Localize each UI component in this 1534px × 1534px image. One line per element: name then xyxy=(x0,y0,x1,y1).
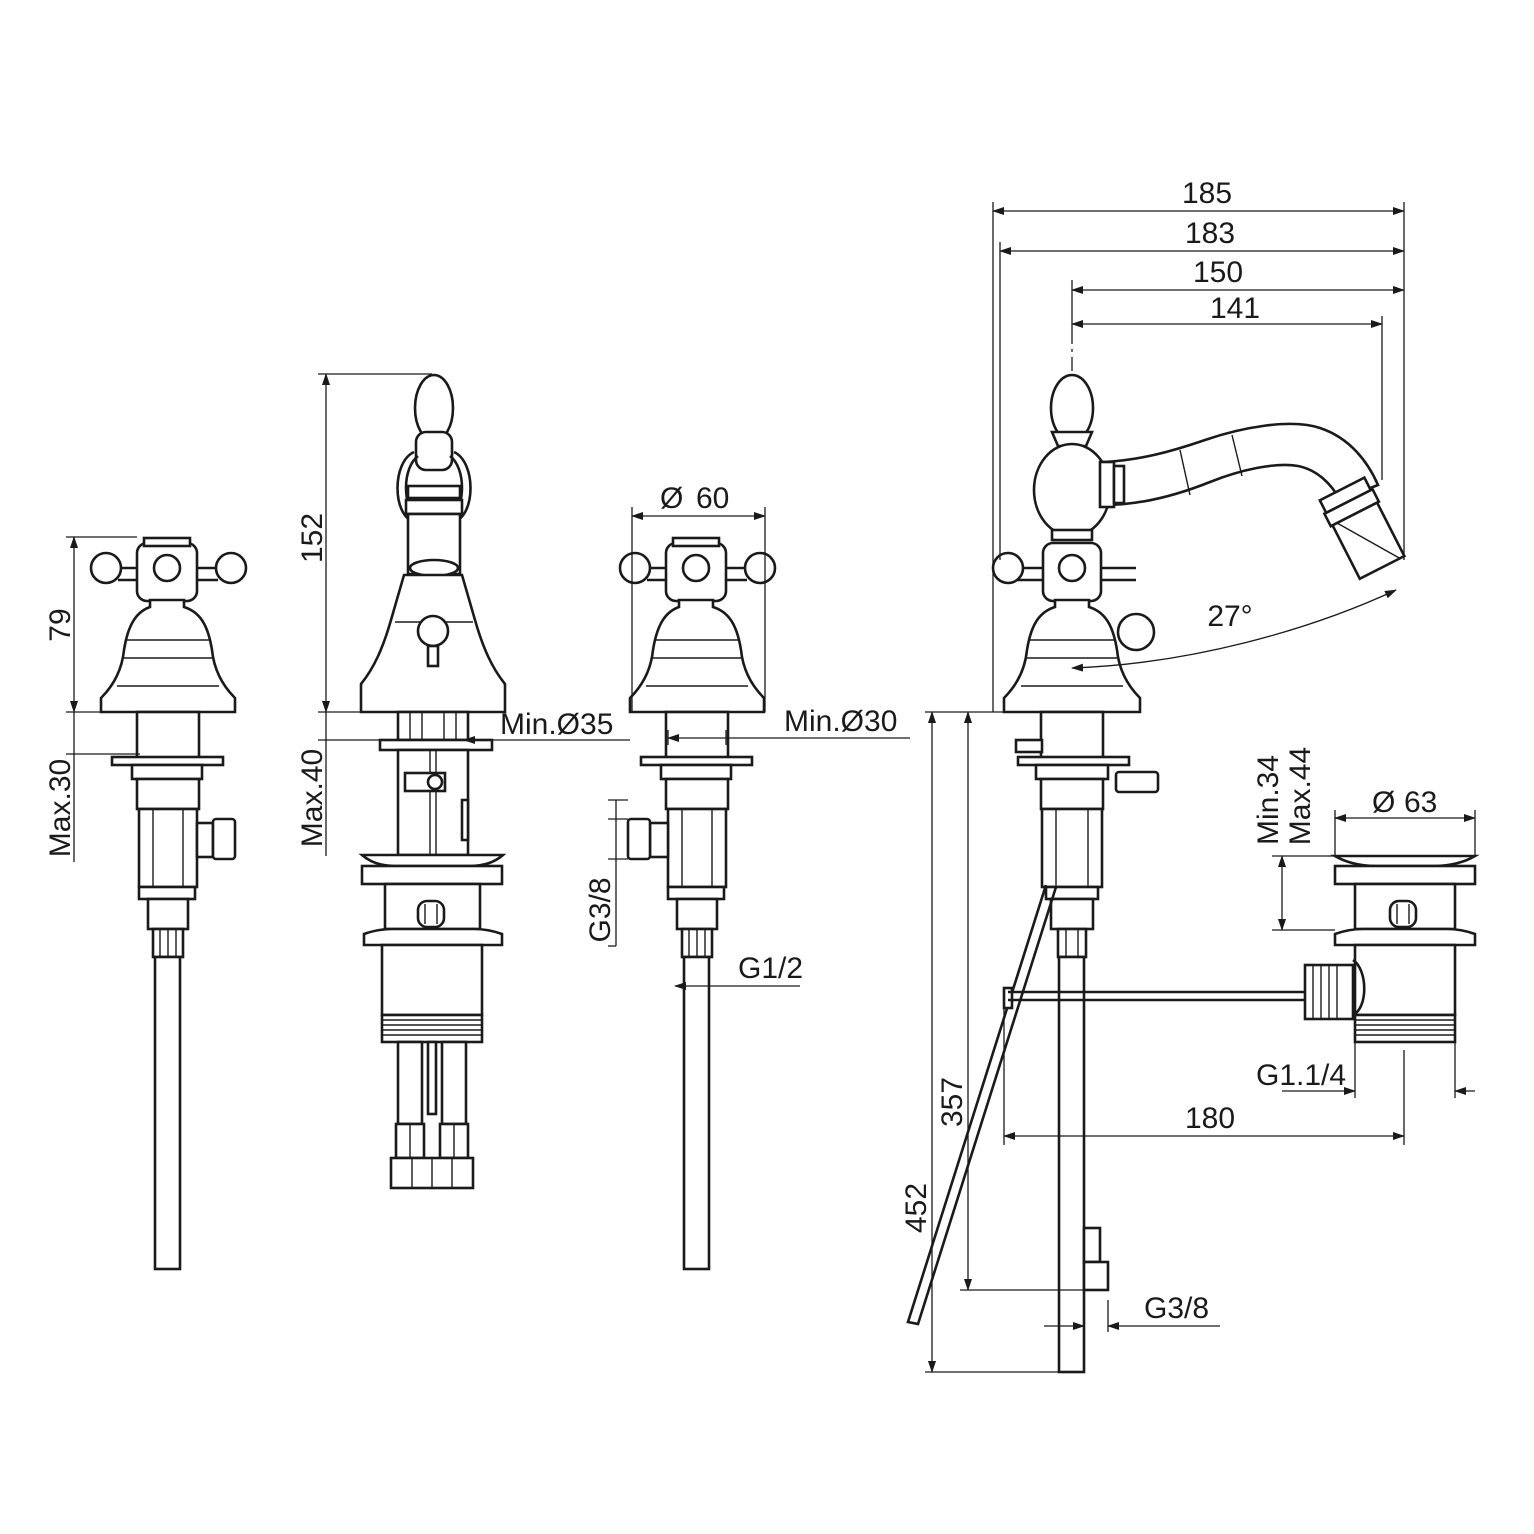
dim-hose-length-452: 452 xyxy=(900,1183,933,1233)
dim-waste-thread: G1.1/4 xyxy=(1256,1059,1346,1092)
dim-handle-min-hole: Min.Ø30 xyxy=(784,705,897,738)
dim-rod-length: 180 xyxy=(1185,1102,1235,1135)
dim-hose-length-357: 357 xyxy=(936,1077,969,1127)
dim-waste-max: Max.44 xyxy=(1284,747,1317,845)
dim-waste-diameter-symbol: Ø xyxy=(1372,786,1395,819)
dim-left-handle-height: 79 xyxy=(44,608,77,641)
dim-overall-width-183: 183 xyxy=(1185,217,1235,250)
right-valve-view xyxy=(608,507,910,1271)
dim-left-max-thickness: Max.30 xyxy=(44,759,77,857)
dim-supply-thread: G3/8 xyxy=(1144,1292,1209,1325)
mixer-side-view xyxy=(906,202,1480,1374)
dim-spout-min-hole: Min.Ø35 xyxy=(500,708,613,741)
dim-spout-reach-150: 150 xyxy=(1193,256,1243,289)
dim-spout-reach-141: 141 xyxy=(1210,292,1260,325)
dim-waste-diameter: 63 xyxy=(1404,786,1437,819)
left-valve-view xyxy=(66,536,248,1271)
dim-waste-min: Min.34 xyxy=(1252,755,1285,845)
dim-handle-diameter: 60 xyxy=(696,482,729,515)
dim-spout-height: 152 xyxy=(296,513,329,563)
dim-handle-inlet-thread: G3/8 xyxy=(584,877,617,942)
dim-handle-hose-thread: G1/2 xyxy=(738,952,803,985)
dim-handle-diameter-symbol: Ø xyxy=(660,482,683,515)
dim-spray-angle: 27° xyxy=(1207,600,1252,633)
dim-overall-width-185: 185 xyxy=(1182,177,1232,210)
spout-front-view xyxy=(318,373,630,1190)
dim-spout-max-thickness: Max.40 xyxy=(296,749,329,847)
